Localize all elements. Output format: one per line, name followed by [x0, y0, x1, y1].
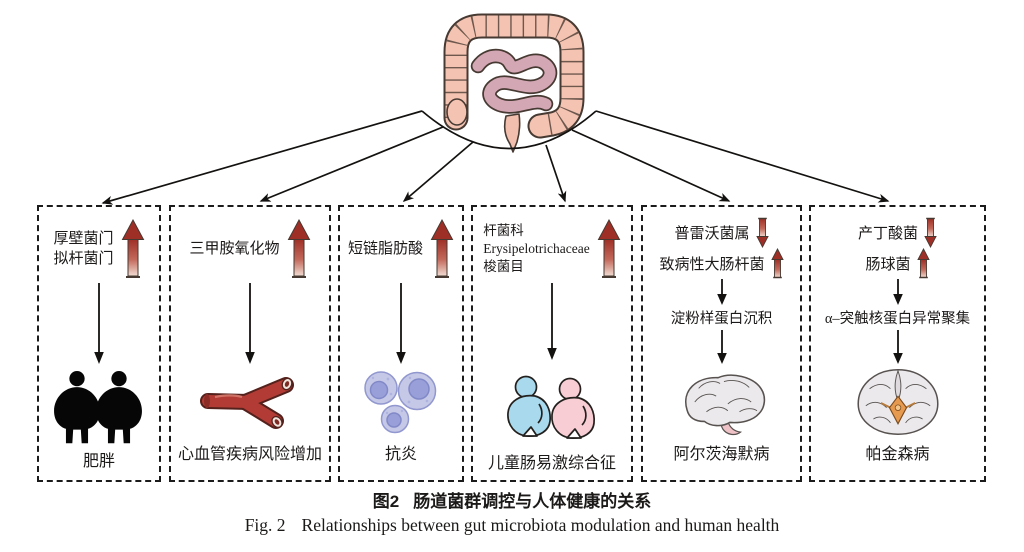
factor-line: 杆菌科: [483, 222, 524, 238]
decrease-arrow-icon: [924, 217, 937, 248]
factor-line: 致病性大肠杆菌: [659, 257, 765, 273]
factor-label: 厚壁菌门 拟杆菌门: [53, 229, 113, 270]
leads-to-arrow-icon: [716, 279, 727, 305]
figure-caption-en: Fig. 2 Relationships between gut microbio…: [0, 515, 1024, 536]
factor-label: 杆菌科 Erysipelotrichaceae 梭菌目: [483, 222, 589, 277]
brain-side-icon: [646, 365, 797, 438]
leads-to-arrow-icon: [547, 283, 557, 360]
mechanism-label: α–突触核蛋白异常聚集: [824, 311, 971, 327]
leads-to-arrow-icon: [892, 279, 903, 305]
outcome-label: 肥胖: [82, 453, 115, 470]
factor-group: 杆菌科 Erysipelotrichaceae 梭菌目: [483, 217, 621, 281]
leads-to-arrow-icon: [396, 283, 406, 364]
panel-obesity: 厚壁菌门 拟杆菌门: [37, 205, 161, 482]
fan-arrow-alzheimer: [571, 129, 731, 202]
factor-label: 短链脂肪酸: [348, 239, 423, 259]
factor-group: 三甲胺氧化物: [189, 217, 310, 281]
factor-line: 短链脂肪酸: [347, 240, 423, 257]
outcome-label: 儿童肠易激综合征: [487, 455, 616, 472]
panel-parkinson: 产丁酸菌 肠球菌 α–突触核蛋白异常聚集: [809, 205, 986, 482]
blood-vessel-icon: [174, 365, 326, 438]
panel-alzheimer: 普雷沃菌属 致病性大肠杆菌 淀粉样蛋白沉积: [641, 205, 802, 482]
outcome-label: 阿尔茨海默病: [673, 446, 770, 463]
factor-group: 致病性大肠杆菌: [659, 248, 784, 279]
factor-line: 产丁酸菌: [857, 226, 918, 242]
leads-to-arrow-icon: [94, 283, 104, 364]
children-icon: [476, 361, 628, 447]
gut-icon: [443, 13, 585, 153]
figure-number-zh: 图2: [372, 492, 400, 511]
factor-line: 厚壁菌门: [53, 230, 114, 247]
mechanism-label: 淀粉样蛋白沉积: [670, 311, 773, 327]
fan-arrow-cardio: [259, 126, 444, 202]
leads-to-arrow-icon: [245, 283, 255, 364]
factor-group: 产丁酸菌: [858, 217, 937, 248]
increase-arrow-icon: [430, 219, 454, 278]
fan-arrow-antiinflammation: [402, 141, 474, 202]
leads-to-arrow-icon: [716, 330, 727, 364]
figure-caption-zh: 图2 肠道菌群调控与人体健康的关系: [0, 487, 1024, 512]
figure-title-zh: 肠道菌群调控与人体健康的关系: [413, 492, 652, 511]
header-art: [101, 13, 890, 205]
outcome-label: 抗炎: [384, 446, 417, 463]
increase-arrow-icon: [770, 248, 784, 279]
factor-group: 肠球菌: [865, 248, 930, 279]
fan-arrow-ibs: [545, 144, 567, 203]
immune-cells-icon: [343, 365, 459, 438]
factor-line: Erysipelotrichaceae: [483, 240, 590, 256]
factor-line: 肠球菌: [865, 257, 911, 273]
brain-top-icon: [814, 365, 981, 438]
decrease-arrow-icon: [755, 217, 769, 248]
figure-title-en: Relationships between gut microbiota mod…: [301, 515, 780, 535]
obese-people-icon: [42, 365, 156, 445]
panel-children-ibs: 杆菌科 Erysipelotrichaceae 梭菌目: [471, 205, 633, 482]
factor-group: 短链脂肪酸: [348, 217, 454, 281]
factor-label: 三甲胺氧化物: [189, 239, 279, 259]
factor-group: 厚壁菌门 拟杆菌门: [53, 217, 144, 281]
panel-antiinflammation: 短链脂肪酸: [338, 205, 464, 482]
fan-arrows: [101, 110, 890, 205]
increase-arrow-icon: [916, 248, 930, 279]
outcome-label: 帕金森病: [865, 446, 930, 463]
panel-cardiovascular: 三甲胺氧化物: [169, 205, 331, 482]
figure-number-en: Fig. 2: [244, 515, 286, 535]
factor-line: 普雷沃菌属: [674, 226, 750, 242]
leads-to-arrow-icon: [892, 330, 903, 364]
factor-group: 普雷沃菌属: [674, 217, 769, 248]
increase-arrow-icon: [597, 219, 621, 278]
factor-line: 拟杆菌门: [53, 251, 114, 267]
increase-arrow-icon: [121, 219, 144, 278]
fan-arc: [421, 110, 597, 150]
fan-arrow-parkinson: [595, 110, 890, 203]
factor-line: 梭菌目: [483, 259, 524, 275]
increase-arrow-icon: [287, 219, 310, 278]
factor-line: 三甲胺氧化物: [189, 240, 280, 257]
fan-arrow-obesity: [101, 110, 423, 205]
outcome-label: 心血管疾病风险增加: [177, 446, 322, 463]
